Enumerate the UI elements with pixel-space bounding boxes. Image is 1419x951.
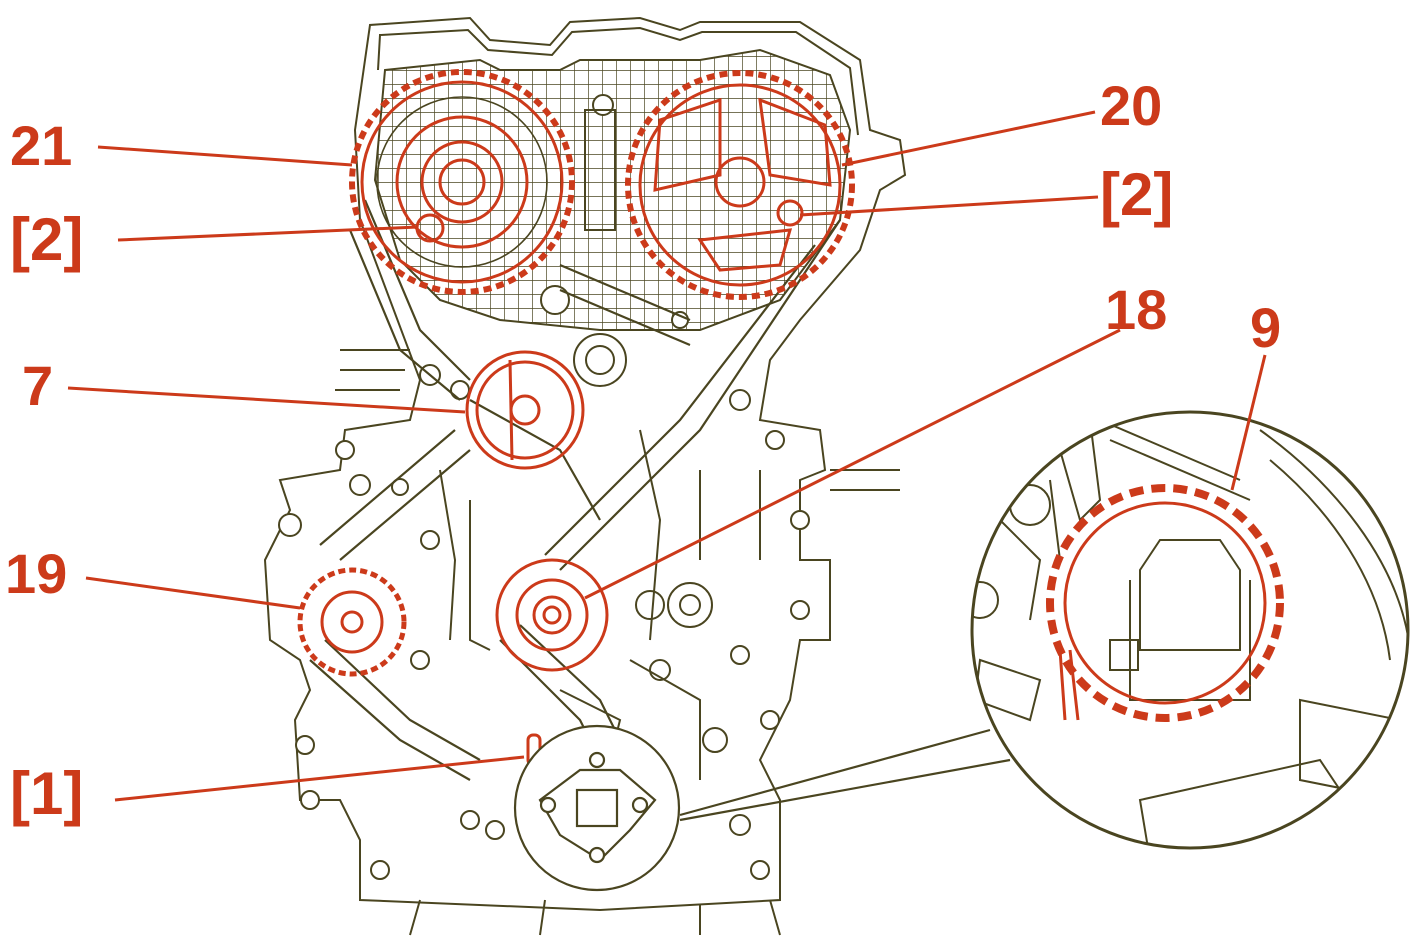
leader-1	[114, 755, 525, 802]
callout-1: [1]	[10, 760, 84, 827]
leader-21	[97, 145, 353, 167]
leader-2-right	[799, 195, 1099, 217]
leader-18	[584, 328, 1121, 600]
leader-9	[1230, 354, 1267, 491]
leader-20	[841, 110, 1096, 167]
intake-camshaft-sprocket	[349, 69, 575, 295]
idler-pulley	[297, 567, 407, 677]
crankshaft-sprocket-detail	[970, 410, 1410, 850]
crankshaft-holding-tool	[513, 724, 681, 892]
exhaust-camshaft-sprocket	[625, 70, 855, 300]
callout-9: 9	[1250, 296, 1282, 359]
callout-7: 7	[22, 354, 54, 417]
magnifier-leader	[679, 728, 1011, 822]
callout-leaders	[67, 110, 1267, 802]
callout-2-right: [2]	[1100, 161, 1174, 228]
callout-19: 19	[5, 542, 68, 605]
callout-2-left: [2]	[10, 206, 84, 273]
callout-21: 21	[10, 114, 73, 177]
engine-block	[263, 16, 907, 936]
callout-18: 18	[1105, 278, 1168, 341]
leader-2-left	[117, 225, 419, 242]
tensioner-pulley	[465, 350, 585, 470]
callout-20: 20	[1100, 74, 1163, 137]
leader-7	[67, 386, 466, 414]
water-pump-pulley	[495, 558, 609, 672]
block-ribs	[439, 109, 761, 780]
leader-19	[85, 576, 301, 610]
